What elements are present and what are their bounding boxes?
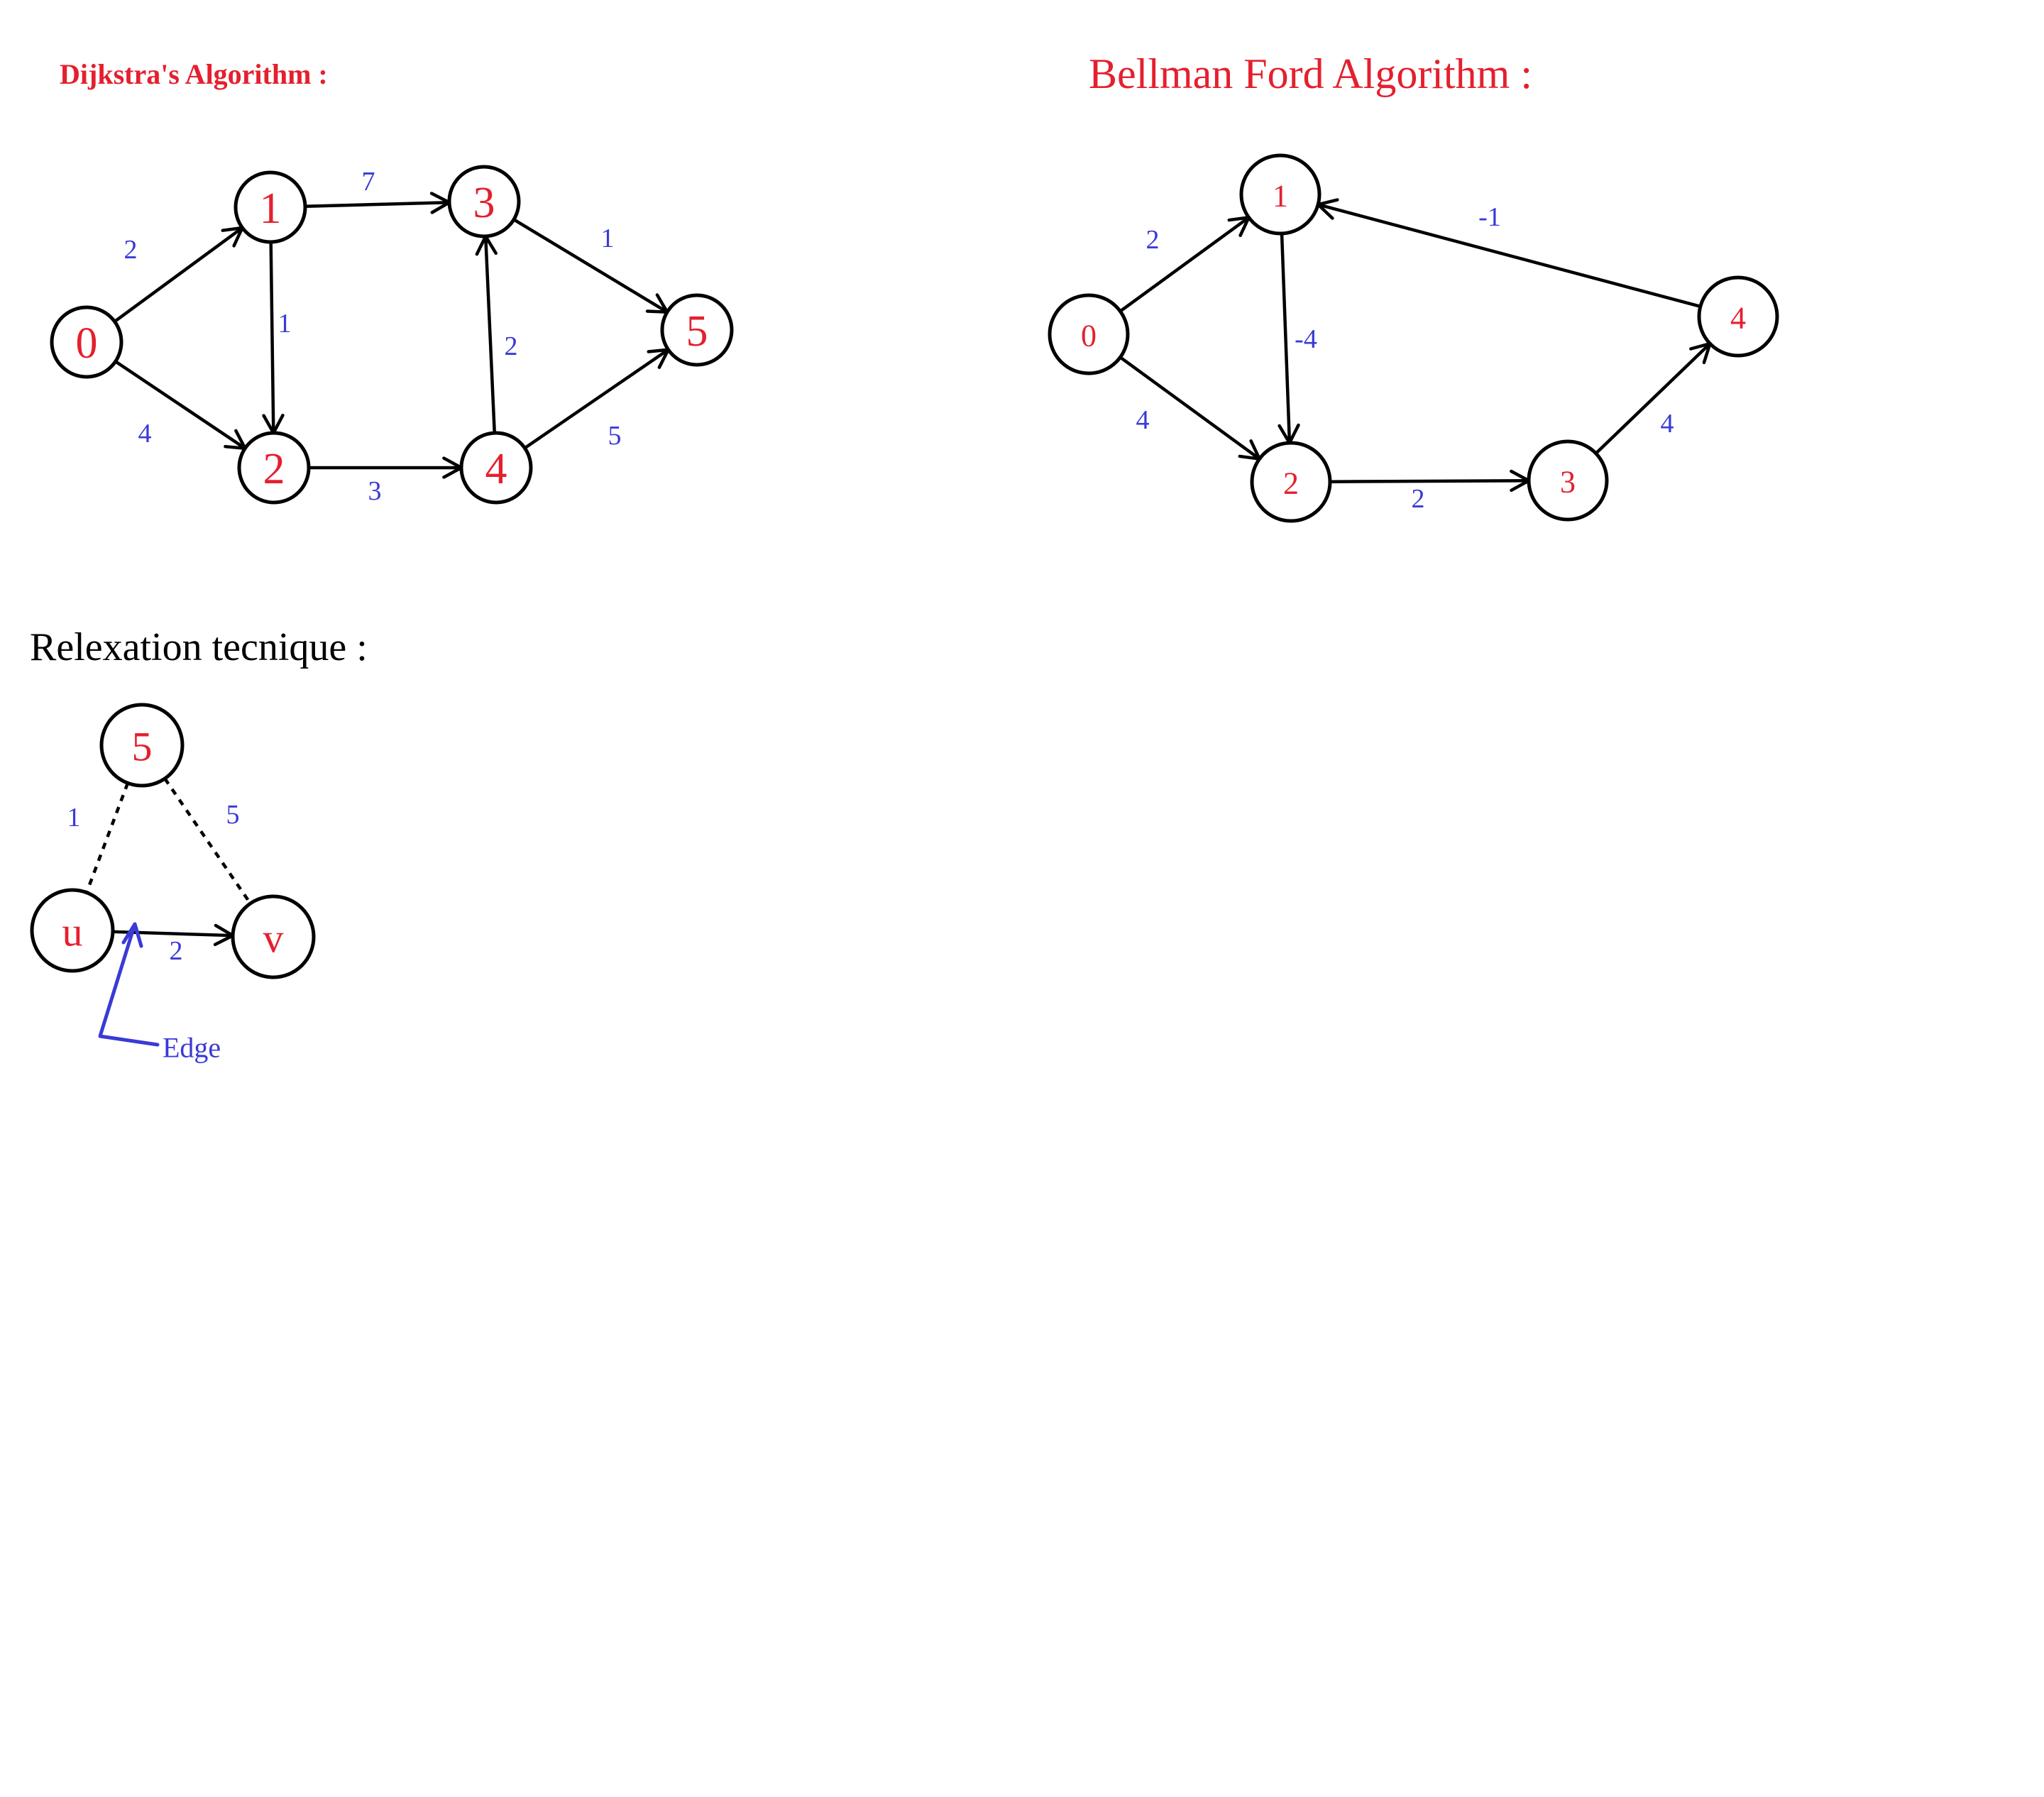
bellman-graph-edge-4-1 [1317,202,1701,309]
relax-graph-edge-weight-u-v: 2 [170,936,183,966]
dijkstra-graph-node-label-0: 0 [76,319,98,368]
dijkstra-graph-node-label-2: 2 [263,445,285,493]
edge-pointer-label: Edge [163,1032,221,1064]
relax-graph-node-u [30,888,115,973]
dijkstra-graph-node-label-4: 4 [485,445,507,493]
bellman-graph-edge-0-2 [1119,356,1260,461]
dijkstra-graph-edge-0-1 [114,226,243,323]
dijkstra-graph-edge-1-2 [269,241,275,434]
bellman-ford-title: Bellman Ford Algorithm : [1089,50,1532,97]
relax-graph-node-label-v: v [263,916,284,962]
dijkstra-graph-node-3 [447,165,521,238]
bellman-graph-edge-weight-2-3: 2 [1412,484,1425,514]
relax-graph-node-label-s: 5 [132,724,153,770]
bellman-graph-edge-3-4 [1595,342,1711,455]
dijkstra-graph-arrowhead-0-2 [224,429,247,450]
dijkstra-graph-edge-0-2 [114,360,246,450]
dijkstra-title: Dijkstra's Algorithm : [60,58,328,90]
relax-graph-edge-weight-s-v: 5 [226,800,240,830]
dijkstra-graph-edge-weight-1-2: 1 [278,309,292,339]
relax-graph-node-v [231,894,316,979]
dijkstra-graph-node-label-3: 3 [473,179,495,227]
dijkstra-graph-node-0 [50,305,123,379]
relax-graph-node-label-u: u [62,909,83,955]
dijkstra-graph-edge-weight-4-3: 2 [505,331,518,361]
bellman-graph-node-0 [1048,293,1130,375]
bellman-graph-node-label-4: 4 [1730,301,1746,336]
bellman-graph-edge-weight-0-1: 2 [1146,225,1160,255]
bellman-graph-edge-0-1 [1119,216,1250,313]
bellman-graph-node-2 [1250,441,1332,523]
dijkstra-graph-edge-weight-0-2: 4 [138,419,152,449]
relax-graph-edge-s-v [163,777,252,905]
dijkstra-graph-node-5 [660,293,734,367]
dijkstra-graph-node-label-1: 1 [260,185,282,233]
bellman-graph-edge-1-2 [1280,233,1292,444]
dijkstra-graph-arrowhead-4-5 [647,348,670,369]
bellman-graph-node-4 [1697,275,1779,358]
bellman-ford-graph: 2 4 -4 2 4 -1 0 1 2 3 4 [1048,153,1779,523]
bellman-graph-edge-weight-1-2: -4 [1295,324,1317,354]
bellman-graph-edge-2-3 [1329,479,1529,483]
dijkstra-graph-edge-4-3 [483,236,497,434]
edge-pointer-line [98,922,160,1047]
bellman-graph-edge-weight-0-2: 4 [1136,405,1150,435]
dijkstra-graph-edge-weight-2-4: 3 [368,476,382,506]
bellman-graph-node-label-2: 2 [1283,466,1299,501]
dijkstra-graph-edge-3-5 [512,218,669,314]
relax-graph-node-s [99,703,185,788]
edge-pointer-arrowhead [121,922,143,948]
dijkstra-graph: 2 4 7 1 3 2 1 5 0 1 2 3 4 5 [50,165,734,506]
bellman-graph-node-3 [1527,439,1609,522]
dijkstra-graph-edge-weight-3-5: 1 [601,224,615,253]
dijkstra-graph-node-4 [459,431,533,505]
bellman-graph-node-1 [1239,153,1322,236]
dijkstra-graph-edge-4-5 [524,348,669,450]
dijkstra-graph-edge-weight-4-5: 5 [608,421,622,451]
dijkstra-graph-edge-weight-1-3: 7 [362,167,375,197]
bellman-graph-edge-weight-4-1: -1 [1478,202,1501,232]
bellman-graph-node-label-1: 1 [1273,179,1288,214]
relax-graph-edge-weight-s-u: 1 [67,803,81,832]
dijkstra-graph-node-1 [233,170,307,244]
bellman-graph-node-label-0: 0 [1081,319,1097,353]
dijkstra-graph-node-2 [237,431,311,505]
bellman-graph-node-label-3: 3 [1560,465,1576,500]
dijkstra-graph-edge-weight-0-1: 2 [124,235,138,265]
dijkstra-graph-node-label-5: 5 [686,307,708,356]
relax-graph-edge-s-u [84,782,130,894]
dijkstra-graph-edge-1-3 [304,201,450,208]
bellman-graph-edge-weight-3-4: 4 [1661,409,1674,439]
relaxation-title: Relexation tecnique : [30,625,368,669]
